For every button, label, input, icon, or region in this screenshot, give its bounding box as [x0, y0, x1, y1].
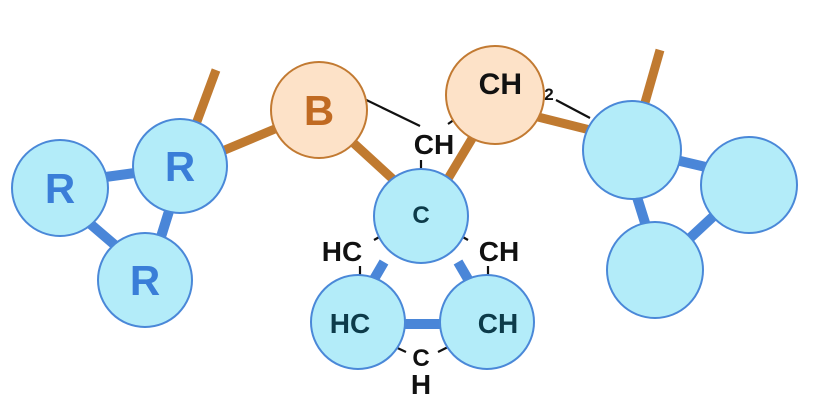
atom-r2 — [132, 118, 228, 214]
atom-r1 — [11, 139, 109, 237]
orange-bonds — [191, 48, 665, 186]
label-r1: R — [45, 165, 75, 212]
blue-atoms — [11, 100, 798, 370]
label-h-bottom: H — [411, 369, 431, 400]
orange-atoms — [270, 45, 545, 159]
label-hc-ring: HC — [330, 308, 370, 339]
label-c-center: C — [412, 202, 429, 229]
label-ch-ring: CH — [478, 308, 518, 339]
atom-b — [270, 61, 368, 159]
label-ch2: CH — [479, 68, 522, 101]
atom-right-2 — [700, 136, 798, 234]
bond-r-to-b — [218, 121, 284, 157]
atom-right-1 — [582, 100, 682, 200]
bond-left-stub — [191, 68, 221, 126]
atom-right-3 — [606, 221, 704, 319]
atom-ring-hc — [310, 274, 406, 370]
label-c-bottom: C — [412, 345, 429, 372]
atom-labels: R R R B CH 2 CH C HC CH HC CH C H — [45, 68, 554, 400]
label-b: B — [304, 87, 334, 134]
atom-ch2 — [445, 45, 545, 145]
label-ch-top: CH — [414, 129, 454, 160]
bond-ch2-to-right — [532, 111, 592, 135]
atom-r3 — [97, 232, 193, 328]
bond-r1-r3 — [84, 218, 120, 250]
bond-ch2-to-c — [442, 129, 480, 185]
label-hc-left: HC — [322, 236, 362, 267]
atom-ring-ch — [439, 274, 535, 370]
label-r2: R — [165, 143, 195, 190]
bond-b-to-c — [344, 134, 400, 186]
bond-right-stub — [639, 48, 665, 108]
label-ch2-subscript: 2 — [544, 85, 553, 104]
label-ch-right: CH — [479, 236, 519, 267]
label-r3: R — [130, 257, 160, 304]
bond-r2-r3 — [155, 206, 175, 242]
line-ch2-to-right — [555, 99, 591, 119]
atom-ring-c — [373, 168, 469, 264]
